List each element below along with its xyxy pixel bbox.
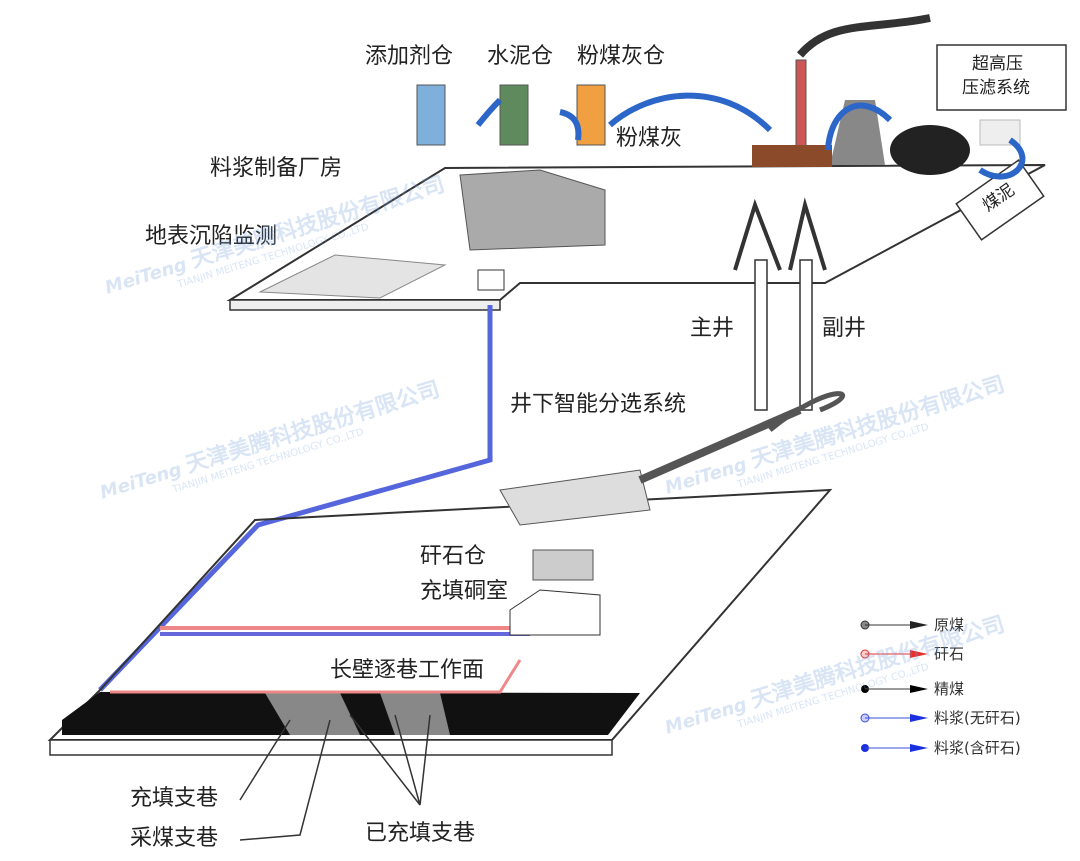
- underground-sorting-label: 井下智能分选系统: [510, 392, 687, 417]
- longwall-face-label: 长壁逐巷工作面: [330, 658, 485, 683]
- coal-slime-box: [955, 159, 1045, 241]
- transfer-arrows: [475, 92, 1026, 180]
- main-shaft-label: 主井: [690, 316, 735, 341]
- filling-chamber-label: 充填硐室: [420, 579, 509, 604]
- legend-item-gangue: 矸石: [860, 643, 964, 664]
- legend-item-slurry-with-gangue: 料浆(含矸石): [860, 737, 1021, 758]
- clean-coal-arrow-icon: [861, 684, 928, 693]
- underground-level: [47, 488, 833, 756]
- filter-press-line2: 压滤系统: [962, 78, 1030, 98]
- legend-item-clean-coal: 精煤: [860, 678, 964, 699]
- surface-platform: [226, 164, 1046, 311]
- legend-item-raw-coal: 原煤: [860, 614, 964, 635]
- slurry-no-gangue-arrow-icon: [860, 713, 928, 722]
- sorting-system: [499, 391, 845, 636]
- flyash-silo-label: 粉煤灰仓: [577, 44, 666, 69]
- silos: [416, 84, 606, 146]
- gangue-bin-label: 矸石仓: [420, 544, 487, 569]
- raw-coal-arrow-icon: [860, 620, 928, 629]
- slurry-pipeline: [98, 305, 493, 692]
- filling-branch-label: 充填支巷: [130, 786, 219, 811]
- filter-press-line1: 超高压: [972, 54, 1023, 74]
- additive-silo-label: 添加剂仓: [365, 44, 454, 69]
- slurry-plant-building: [459, 169, 606, 291]
- gangue-arrow-icon: [860, 649, 928, 658]
- mining-branch-label: 采煤支巷: [130, 826, 219, 851]
- cement-silo-label: 水泥仓: [487, 44, 554, 69]
- shafts: [733, 197, 827, 411]
- filter-press-box: [936, 44, 1067, 111]
- filled-branch-label: 已充填支巷: [365, 821, 476, 846]
- slurry-plant-label: 料浆制备厂房: [210, 156, 343, 181]
- auxiliary-shaft-label: 副井: [822, 316, 867, 341]
- leader-lines: [239, 714, 431, 841]
- power-plant: [752, 14, 1021, 175]
- subsidence-monitoring-label: 地表沉陷监测: [145, 224, 278, 249]
- legend-item-slurry-no-gangue: 料浆(无矸石): [860, 707, 1021, 728]
- slurry-with-gangue-arrow-icon: [861, 743, 928, 752]
- flyash-label: 粉煤灰: [616, 126, 683, 151]
